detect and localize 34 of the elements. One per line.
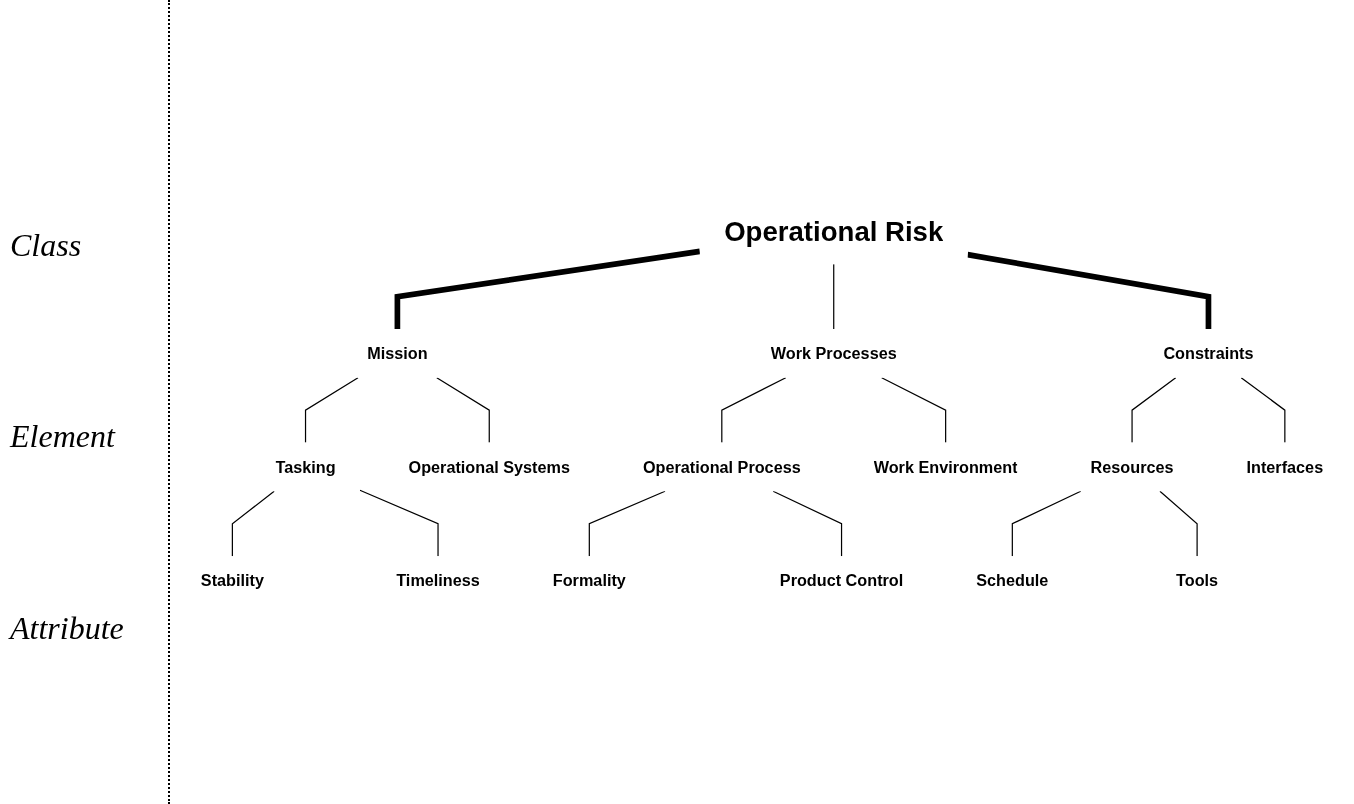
node-text: Schedule (976, 571, 1049, 590)
node-text: Work Environment (873, 458, 1018, 477)
node-text: Operational Process (642, 458, 801, 477)
connector (721, 377, 787, 444)
node-text: Timeliness (396, 571, 480, 590)
node-text: Resources (1090, 458, 1174, 477)
connector (833, 263, 835, 331)
connector (772, 491, 843, 558)
connector (588, 491, 666, 558)
connector (1159, 491, 1198, 558)
level-label: Element (10, 418, 117, 456)
connector (881, 377, 947, 444)
node-text: Tools (1176, 571, 1219, 590)
connector (394, 248, 701, 330)
node-text: Tasking (275, 458, 336, 477)
node-text: Work Processes (770, 344, 897, 363)
node-text: Product Control (779, 571, 904, 590)
node-text: Constraints (1163, 344, 1254, 363)
connector (231, 491, 275, 558)
node-text: Mission (367, 344, 428, 363)
node-text: Interfaces (1246, 458, 1324, 477)
node-text: Operational Systems (408, 458, 570, 477)
node-text: Formality (552, 571, 626, 590)
node-text: Operational Risk (724, 215, 944, 247)
connector (1131, 377, 1177, 444)
connector (967, 252, 1212, 330)
connector (1011, 491, 1082, 558)
level-label: Attribute (10, 609, 125, 647)
connector (359, 489, 439, 558)
connector (1240, 377, 1286, 444)
connector (436, 377, 490, 444)
level-label: Class (10, 227, 83, 265)
connector (304, 377, 359, 444)
node-text: Stability (200, 571, 264, 590)
